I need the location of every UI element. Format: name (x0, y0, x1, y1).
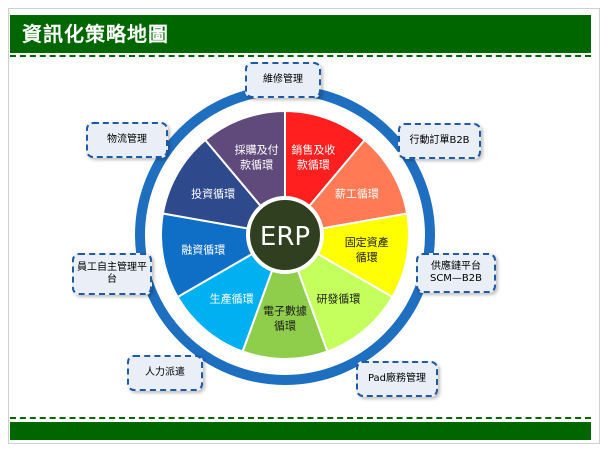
footer-bar (10, 422, 591, 440)
cycle-segment-label: 採購及付款循環 (235, 143, 279, 172)
footer-divider (10, 417, 591, 419)
outer-node-label: Pad廠務管理 (367, 373, 427, 384)
cycle-segment-label: 固定資產循環 (345, 235, 389, 264)
cycle-segment (176, 232, 287, 353)
outer-node-label: 行動訂單B2B (409, 135, 470, 146)
cycle-segment-label: 薪工循環 (335, 188, 379, 201)
cycle-segment-label: 生產循環 (210, 292, 254, 306)
outer-node: 行動訂單B2B (398, 123, 481, 159)
outer-node: 員工自主管理平 台 (72, 253, 152, 295)
outer-node: Pad廠務管理 (356, 361, 438, 397)
outer-node-label: 人力派遣 (145, 367, 185, 378)
outer-node-label: 供應鏈平台 SCM—B2B (429, 261, 483, 284)
outer-node-label: 維修管理 (263, 74, 303, 85)
outer-node-label: 員工自主管理平 台 (77, 262, 147, 285)
outer-node: 維修管理 (245, 62, 321, 98)
cycle-segment-label: 研發循環 (316, 292, 360, 306)
erp-hub (246, 196, 324, 274)
outer-node: 供應鏈平台 SCM—B2B (416, 253, 496, 293)
cycle-segment (283, 232, 394, 353)
cycle-segment-label: 投資循環 (191, 187, 235, 201)
title-bar: 資訊化策略地圖 (10, 15, 591, 53)
cycle-segment-label: 電子數據循環 (263, 304, 307, 333)
outer-node: 人力派遣 (127, 355, 203, 391)
cycle-segment-label: 銷售及收款循環 (291, 143, 335, 172)
outer-node-label: 物流管理 (107, 134, 147, 145)
erp-hub-label: ERP (260, 222, 310, 252)
title-divider (10, 55, 591, 57)
outer-node: 物流管理 (86, 122, 168, 158)
cycle-segment (241, 232, 329, 360)
cycle-segment-label: 融資循環 (181, 243, 225, 256)
page-title: 資訊化策略地圖 (22, 22, 169, 46)
